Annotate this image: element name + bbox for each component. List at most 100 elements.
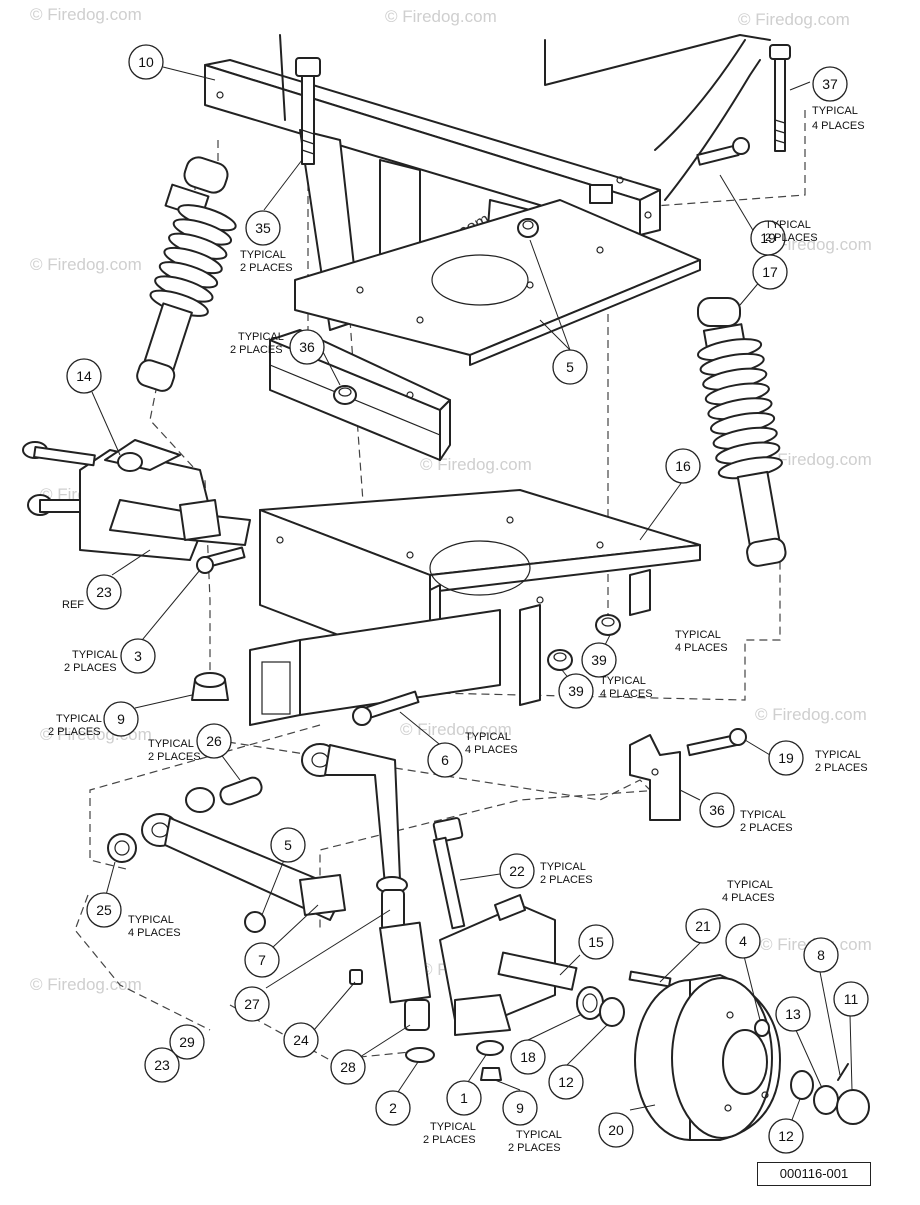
callout-circle (665, 448, 701, 484)
callout-c23a: 23 (86, 574, 122, 610)
callout-c22: 22 (499, 853, 535, 889)
callout-number: 29 (179, 1034, 195, 1050)
callout-number: 15 (588, 934, 604, 950)
callout-circle (768, 1118, 804, 1154)
callout-circle (725, 923, 761, 959)
callout-circle (66, 358, 102, 394)
callout-number: 19 (760, 230, 776, 246)
callout-number: 12 (558, 1074, 574, 1090)
callout-number: 5 (566, 359, 574, 375)
note-text: 2 PLACES (740, 822, 793, 834)
bushing-28 (404, 999, 430, 1031)
notes: TYPICAL 4 PLACES TYPICAL 2 PLACES TYPICA… (48, 105, 868, 1154)
note-text: 4 PLACES (128, 927, 181, 939)
callout-number: 23 (96, 584, 112, 600)
callout-number: 11 (844, 991, 859, 1007)
note-text: 4 PLACES (465, 744, 518, 756)
callout-c12b: 12 (768, 1118, 804, 1154)
callout-circle (502, 1090, 538, 1126)
callout-number: 28 (340, 1059, 356, 1075)
lower-a-arm (141, 743, 401, 921)
callout-circle (581, 642, 617, 678)
callout-number: 24 (293, 1032, 309, 1048)
callout-circle (558, 673, 594, 709)
note-text: TYPICAL (727, 879, 773, 891)
callout-c35: 35 (245, 210, 281, 246)
callout-circle (270, 827, 306, 863)
callout-c23b: 23 (144, 1047, 180, 1083)
callout-c21: 21 (685, 908, 721, 944)
callout-circle (768, 740, 804, 776)
callout-c39b: 39 (558, 673, 594, 709)
callout-circle (446, 1080, 482, 1116)
callout-number: 8 (817, 947, 825, 963)
callout-circle (510, 1039, 546, 1075)
nut-13 (813, 1085, 839, 1115)
callout-number: 26 (206, 733, 222, 749)
callout-circle (244, 942, 280, 978)
callout-circle (752, 254, 788, 290)
callout-number: 39 (568, 683, 584, 699)
callout-c9b: 9 (502, 1090, 538, 1126)
upper-frame-crossmember (204, 34, 771, 236)
callout-c37: 37 (812, 66, 848, 102)
callout-c14: 14 (66, 358, 102, 394)
callout-circle (812, 66, 848, 102)
note-text: 4 PLACES (675, 642, 728, 654)
callout-circle (775, 996, 811, 1032)
callout-c29: 29 (169, 1024, 205, 1060)
callout-circle (427, 742, 463, 778)
callout-circle (245, 210, 281, 246)
callout-circle (234, 986, 270, 1022)
note-text: TYPICAL (430, 1121, 476, 1133)
bolt-19-lower (686, 728, 747, 757)
note-text: 4 PLACES (722, 892, 775, 904)
note-text: 2 PLACES (230, 344, 283, 356)
note-text: TYPICAL (516, 1129, 562, 1141)
callout-c2: 2 (375, 1090, 411, 1126)
callout-number: 18 (520, 1049, 536, 1065)
note-text: TYPICAL (675, 629, 721, 641)
note-text: REF (62, 599, 84, 611)
callout-number: 25 (96, 902, 112, 918)
callout-circle (548, 1064, 584, 1100)
callout-circle (120, 638, 156, 674)
callout-c8: 8 (803, 937, 839, 973)
watermark-text: © Firedog.com (760, 450, 872, 469)
callout-c13: 13 (775, 996, 811, 1032)
callout-number: 1 (460, 1090, 468, 1106)
callout-number: 13 (785, 1006, 801, 1022)
callout-number: 21 (695, 918, 711, 934)
nut-9-lower (480, 1067, 502, 1081)
bolt-6 (352, 690, 420, 726)
watermark-text: © Firedog.com (755, 705, 867, 724)
watermark-text: © Firedog.com (385, 7, 497, 26)
callout-number: 36 (709, 802, 725, 818)
callout-number: 37 (822, 76, 838, 92)
bracket-36-lower (629, 734, 681, 821)
dust-cap-11 (836, 1089, 870, 1125)
callout-number: 39 (591, 652, 607, 668)
callout-circle (578, 924, 614, 960)
callout-number: 4 (739, 933, 747, 949)
square-tube-frame (249, 609, 501, 726)
callout-c7: 7 (244, 942, 280, 978)
nut-39-lower (547, 649, 573, 671)
callout-c11: 11 (833, 981, 869, 1017)
callout-number: 36 (299, 339, 315, 355)
frame-tower (294, 129, 701, 366)
bolt-35 (295, 57, 321, 165)
callout-c17: 17 (752, 254, 788, 290)
callout-number: 2 (389, 1100, 397, 1116)
note-text: 2 PLACES (423, 1134, 476, 1146)
callout-circle (283, 1022, 319, 1058)
note-text: 2 PLACES (765, 232, 818, 244)
note-text: TYPICAL (56, 713, 102, 725)
callout-circle (196, 723, 232, 759)
nut-39-upper (595, 614, 621, 636)
callout-number: 12 (778, 1128, 794, 1144)
callout-c1: 1 (446, 1080, 482, 1116)
